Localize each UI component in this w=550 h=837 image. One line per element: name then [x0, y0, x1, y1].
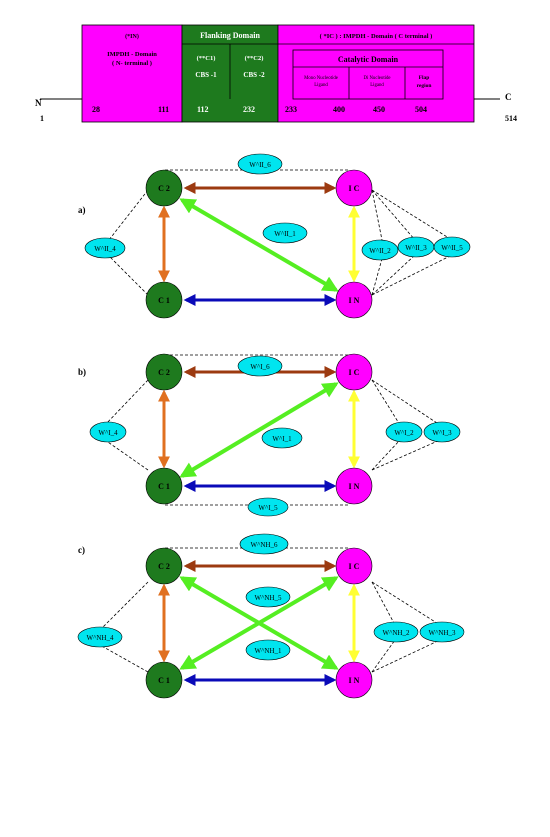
label-c1-b: C 1: [158, 482, 170, 491]
node-in-a: [335, 281, 373, 319]
end-pos: 514: [505, 114, 517, 123]
w-r3-a-label: W^II_5: [441, 244, 463, 252]
c1-name: CBS -1: [195, 71, 217, 79]
w-r1-a: [361, 239, 399, 261]
label-ic-a: I C: [349, 184, 360, 193]
w-top-b-label: W^I_6: [250, 363, 270, 371]
label-c1-c: C 1: [158, 676, 170, 685]
in-title: IMPDH - Domain: [107, 51, 157, 58]
w-r1-c-label: W^NH_2: [382, 629, 410, 637]
flanking-title: Flanking Domain: [200, 31, 260, 40]
node-in-c: [335, 661, 373, 699]
label-in-b: I N: [349, 482, 360, 491]
w-r2-c: [419, 621, 465, 643]
fl-pos-a: 112: [197, 105, 209, 114]
w-left-a: [84, 237, 126, 259]
w-r2-c-label: W^NH_3: [428, 629, 456, 637]
w-left-c-label: W^NH_4: [86, 634, 114, 642]
label-c2-a: C 2: [158, 184, 170, 193]
w-diag-a: [262, 222, 308, 244]
node-c2-c: [145, 547, 183, 585]
panel-b: b) C 2 C 1 I C I N: [78, 353, 461, 517]
catalytic-box: [292, 49, 444, 100]
w-r2-b: [423, 421, 461, 443]
node-c2-b: [145, 353, 183, 391]
fl-pos-b: 232: [243, 105, 255, 114]
w-top-b: [237, 355, 283, 377]
ic-pos-a: 233: [285, 105, 297, 114]
node-ic-b: [335, 353, 373, 391]
mono-label-1: Mono Nucleotide: [304, 76, 338, 81]
w-left-c: [77, 626, 123, 648]
c1-tag: (**C1): [197, 55, 216, 62]
w-r1-a-label: W^II_2: [369, 247, 391, 255]
c2-tag: (**C2): [245, 55, 264, 62]
w-x1-c: [245, 586, 291, 608]
label-c2-c: C 2: [158, 562, 170, 571]
label-in-c: I N: [349, 676, 360, 685]
w-r1-b-label: W^I_2: [394, 429, 414, 437]
node-c1-b: [145, 467, 183, 505]
c-terminus-label: C: [505, 92, 512, 102]
panel-a-label: a): [78, 205, 86, 215]
w-left-a-label: W^II_4: [94, 245, 116, 253]
node-c1-a: [145, 281, 183, 319]
start-pos: 1: [40, 114, 44, 123]
panel-c: c) C 2 C 1 I C I N: [77, 533, 465, 699]
ic-title: ( *IC ) : IMPDH - Domain ( C terminal ): [320, 33, 433, 40]
w-r2-a-label: W^II_3: [405, 244, 427, 252]
c2-name: CBS -2: [243, 71, 265, 79]
label-ic-b: I C: [349, 368, 360, 377]
w-r2-b-label: W^I_3: [432, 429, 452, 437]
di-label-2: Ligand: [370, 83, 384, 88]
panel-b-label: b): [78, 367, 86, 377]
w-left-b-label: W^I_4: [98, 429, 118, 437]
ic-pos-b: 400: [333, 105, 345, 114]
node-c1-c: [145, 661, 183, 699]
node-c2-a: [145, 169, 183, 207]
label-c1-a: C 1: [158, 296, 170, 305]
flap-label-1: Flap: [419, 75, 430, 81]
domain-bar: N C 1 514 (*IN) IMPDH - Domain ( N- term…: [35, 24, 517, 123]
w-x2-c-label: W^NH_1: [254, 647, 282, 655]
label-ic-c: I C: [349, 562, 360, 571]
w-x1-c-label: W^NH_5: [254, 594, 282, 602]
label-in-a: I N: [349, 296, 360, 305]
n-terminus-label: N: [35, 98, 42, 108]
panel-a: a) C 2 C 1 I C I N: [78, 153, 471, 319]
in-tag: (*IN): [125, 33, 139, 40]
node-ic-c: [335, 547, 373, 585]
ic-pos-c: 450: [373, 105, 385, 114]
panel-c-label: c): [78, 545, 85, 555]
w-top-c: [239, 533, 289, 555]
w-top-a-label: W^II_6: [249, 161, 271, 169]
catalytic-title: Catalytic Domain: [338, 55, 399, 64]
w-bottom-b-label: W^I_5: [258, 504, 278, 512]
w-r1-c: [373, 621, 419, 643]
flap-label-2: region: [417, 83, 432, 89]
in-subtitle: ( N- terminal ): [112, 60, 152, 67]
w-r3-a: [433, 236, 471, 258]
w-diag-b-label: W^I_1: [272, 435, 292, 443]
in-domain-box: [81, 24, 183, 123]
w-diag-a-label: W^II_1: [274, 230, 296, 238]
mono-label-2: Ligand: [314, 83, 328, 88]
node-ic-a: [335, 169, 373, 207]
ic-pos-d: 504: [415, 105, 427, 114]
di-label-1: Di Nucleotide: [363, 76, 390, 81]
node-in-b: [335, 467, 373, 505]
w-top-a: [237, 153, 283, 175]
label-c2-b: C 2: [158, 368, 170, 377]
w-diag-b: [261, 427, 303, 449]
w-r1-b: [385, 421, 423, 443]
w-x2-c: [245, 639, 291, 661]
w-left-b: [89, 421, 127, 443]
w-top-c-label: W^NH_6: [250, 541, 278, 549]
w-bottom-b: [247, 497, 289, 517]
in-pos-a: 28: [92, 105, 100, 114]
in-pos-b: 111: [158, 105, 169, 114]
